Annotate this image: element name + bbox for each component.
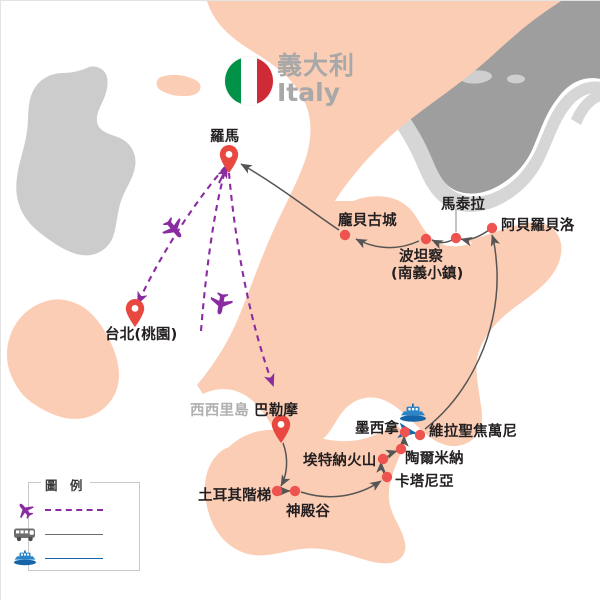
city-label-matera[interactable]: 馬泰拉 (441, 197, 486, 213)
flag-stripe-red (257, 57, 273, 105)
city-label-taormina[interactable]: 陶爾米納 (405, 451, 464, 467)
route-flight-rome-palermo (227, 172, 275, 387)
map-title-zh: 義大利 (277, 51, 356, 80)
airplane-icon-rome-taipei (162, 217, 182, 238)
city-label-catania[interactable]: 卡塔尼亞 (395, 474, 454, 490)
islet-4 (507, 74, 525, 84)
legend-row-bus (13, 525, 103, 543)
city-label-potenza[interactable]: 波坦察 (399, 249, 444, 265)
italy-flag-icon (225, 57, 273, 105)
city-label-etna[interactable]: 埃特納火山 (303, 453, 377, 469)
marker-dot-pompeii (339, 229, 351, 241)
marker-dot-alberobello (486, 222, 498, 234)
map-title-en: Italy (277, 77, 340, 107)
marker-dot-etna (377, 453, 389, 465)
route-alberobello-matera (460, 229, 490, 247)
marker-dot-matera (450, 232, 462, 244)
marker-dot-valle-dei-templi (289, 485, 301, 497)
city-label-potenza-subtitle: (南義小鎮) (391, 266, 464, 282)
route-flight-taipei-rome-head (217, 165, 228, 184)
city-label-palermo[interactable]: 巴勒摩 (254, 403, 299, 419)
flag-stripe-white (241, 57, 257, 105)
city-label-taipei[interactable]: 台北(桃園) (105, 327, 178, 343)
route-villa-alberobello (424, 234, 500, 430)
airplane-icon (13, 502, 37, 519)
city-label-valle-dei-templi[interactable]: 神殿谷 (286, 504, 331, 520)
route-palermo-scala (280, 442, 291, 487)
map-pin-palermo (271, 415, 291, 443)
city-label-scala-dei-turchi[interactable]: 土耳其階梯 (198, 488, 272, 504)
city-label-villa-san-giovanni[interactable]: 維拉聖焦萬尼 (429, 424, 518, 440)
map-title: 義大利 Italy (277, 53, 355, 105)
route-flight-rome-taipei (137, 166, 226, 305)
elba-islet (156, 74, 201, 97)
legend-row-flight (13, 501, 103, 519)
balkans-coast-light (371, 1, 600, 212)
flag-stripe-green (225, 57, 241, 105)
ferry-icon-strait (400, 403, 426, 422)
city-label-pompeii[interactable]: 龐貝古城 (338, 213, 397, 229)
map-pin-rome (219, 145, 239, 173)
marker-dot-messina (399, 426, 411, 438)
city-markers (271, 222, 498, 497)
legend-line-ferry (45, 557, 103, 559)
calabria-toe (392, 355, 482, 446)
route-etna-taormina (385, 449, 398, 459)
city-label-messina[interactable]: 墨西拿 (355, 421, 400, 437)
route-potenza-pompeii (355, 238, 420, 249)
legend-line-flight (45, 509, 103, 511)
apulia-heel (463, 224, 557, 317)
marker-dot-potenza (420, 233, 432, 245)
sardinia-island (7, 299, 119, 419)
bus-icon (13, 526, 37, 542)
marker-dot-catania (381, 471, 393, 483)
ferry-icon (13, 550, 37, 566)
legend-title: 圖 例 (41, 475, 91, 494)
airplane-icon-rome-palermo (210, 292, 233, 315)
city-label-rome[interactable]: 羅馬 (210, 129, 240, 145)
map-pin-taipei (125, 299, 145, 327)
region-label-sicily: 西西里島 (190, 403, 249, 419)
legend-line-bus (45, 533, 103, 535)
eastern-shore-strip (571, 89, 600, 125)
city-label-alberobello[interactable]: 阿貝羅貝洛 (501, 218, 575, 234)
legend-row-ferry (13, 549, 103, 567)
marker-dot-scala-dei-turchi (271, 485, 283, 497)
route-pompeii-rome (240, 163, 340, 231)
corsica-notch (1, 158, 15, 181)
route-templi-catania (300, 480, 382, 498)
marker-dot-villa-san-giovanni (414, 429, 426, 441)
italy-mainland (197, 1, 562, 446)
route-matera-potenza (431, 239, 453, 250)
route-flight-taipei-rome (199, 170, 227, 332)
marker-dot-taormina (395, 443, 407, 455)
corsica-island (16, 66, 136, 256)
